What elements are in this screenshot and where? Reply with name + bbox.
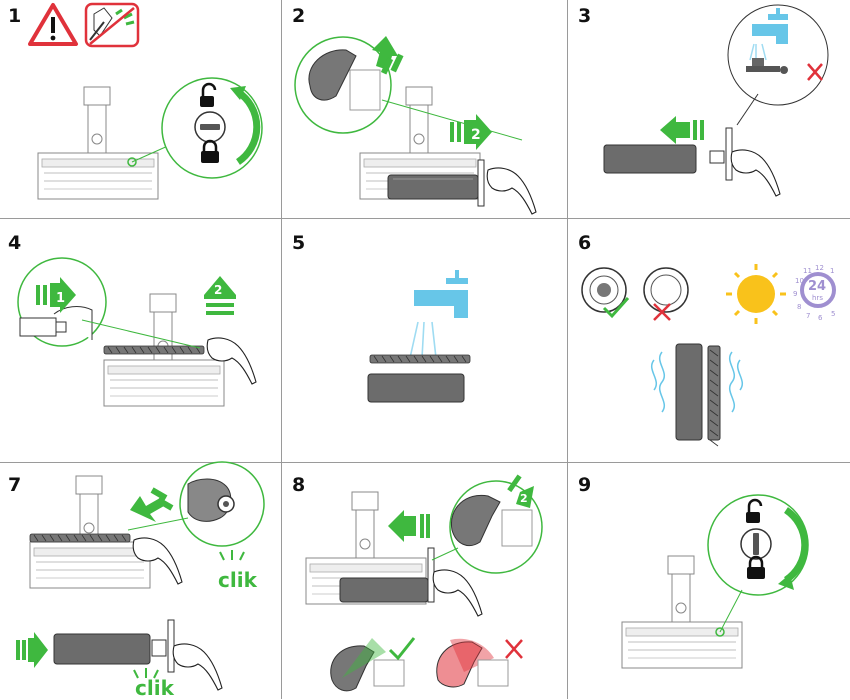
arrow-up-2: 2 — [204, 276, 236, 315]
clock-icon: 24 hrs 11 12 1 10 9 8 7 6 5 — [793, 264, 836, 322]
clock-num-12: 12 — [815, 264, 824, 272]
arrow-right-1: 1 — [36, 277, 76, 313]
clik-label-b: clik — [135, 676, 174, 700]
arrow-label-2: 2 — [471, 127, 481, 143]
arrow-label-2b: 2 — [214, 283, 222, 297]
unlock-icon — [746, 498, 763, 523]
step-number-7: 7 — [8, 474, 22, 496]
clock-num-5: 5 — [831, 310, 835, 318]
tap-icon — [409, 270, 468, 359]
warning-triangle-icon — [28, 3, 78, 46]
clik-label-a: clik — [218, 568, 257, 592]
arrow-up-1 — [372, 36, 404, 75]
arrow-right-7 — [16, 632, 48, 668]
clock-num-11: 11 — [803, 267, 812, 275]
zoom-circle-latch: 2 — [449, 474, 543, 574]
step-number-6: 6 — [578, 232, 592, 254]
zoom-circle-endcap-7 — [179, 461, 265, 547]
zoom-circle-lock-9 — [707, 494, 809, 596]
arrow-right-2: 2 — [450, 114, 492, 150]
clik-lines-a — [219, 550, 245, 561]
divider-v1 — [281, 0, 282, 699]
cross-icon — [807, 63, 823, 81]
end-view-bad — [643, 267, 689, 321]
tap-icon — [749, 8, 788, 61]
cross-icon — [653, 303, 671, 321]
lock-icon — [747, 555, 765, 579]
clik-lines-b — [133, 668, 159, 679]
zoom-circle-tap — [727, 4, 829, 106]
clock-num-7: 7 — [806, 312, 810, 320]
zoom-circle-release — [294, 36, 392, 134]
arrow-down-2: 2 — [507, 474, 534, 508]
arrow-left-8 — [388, 510, 430, 542]
cross-icon — [505, 639, 523, 659]
zoom-circle-lock — [161, 77, 263, 179]
arrow-diag-left — [130, 487, 174, 522]
step-number-5: 5 — [292, 232, 306, 254]
clock-num-1: 1 — [830, 267, 834, 275]
clock-unit: hrs — [812, 294, 823, 302]
clock-value: 24 — [808, 279, 826, 294]
step-number-2: 2 — [292, 5, 306, 27]
end-view-good — [581, 267, 630, 319]
clock-num-6: 6 — [818, 314, 823, 322]
divider-v2 — [567, 0, 568, 699]
unlock-icon — [200, 82, 217, 107]
tool-warning-icon — [84, 2, 140, 48]
arrow-label-1: 1 — [56, 291, 65, 306]
divider-h1 — [0, 218, 850, 219]
check-icon — [388, 637, 416, 661]
step-number-3: 3 — [578, 5, 592, 27]
sun-icon — [726, 264, 786, 324]
arrow-label-2c: 2 — [520, 492, 528, 505]
check-icon — [602, 297, 630, 319]
step-number-8: 8 — [292, 474, 306, 496]
clock-num-10: 10 — [795, 277, 804, 285]
latch-good — [330, 637, 416, 692]
clock-num-8: 8 — [797, 303, 801, 311]
step-number-9: 9 — [578, 474, 592, 496]
step-number-4: 4 — [8, 232, 22, 254]
arrow-left — [660, 116, 704, 144]
lock-icon — [201, 139, 219, 163]
divider-h2 — [0, 462, 850, 463]
step-number-1: 1 — [8, 5, 22, 27]
drying-rollers — [651, 343, 743, 447]
latch-bad — [436, 638, 523, 688]
clock-num-9: 9 — [793, 290, 797, 298]
